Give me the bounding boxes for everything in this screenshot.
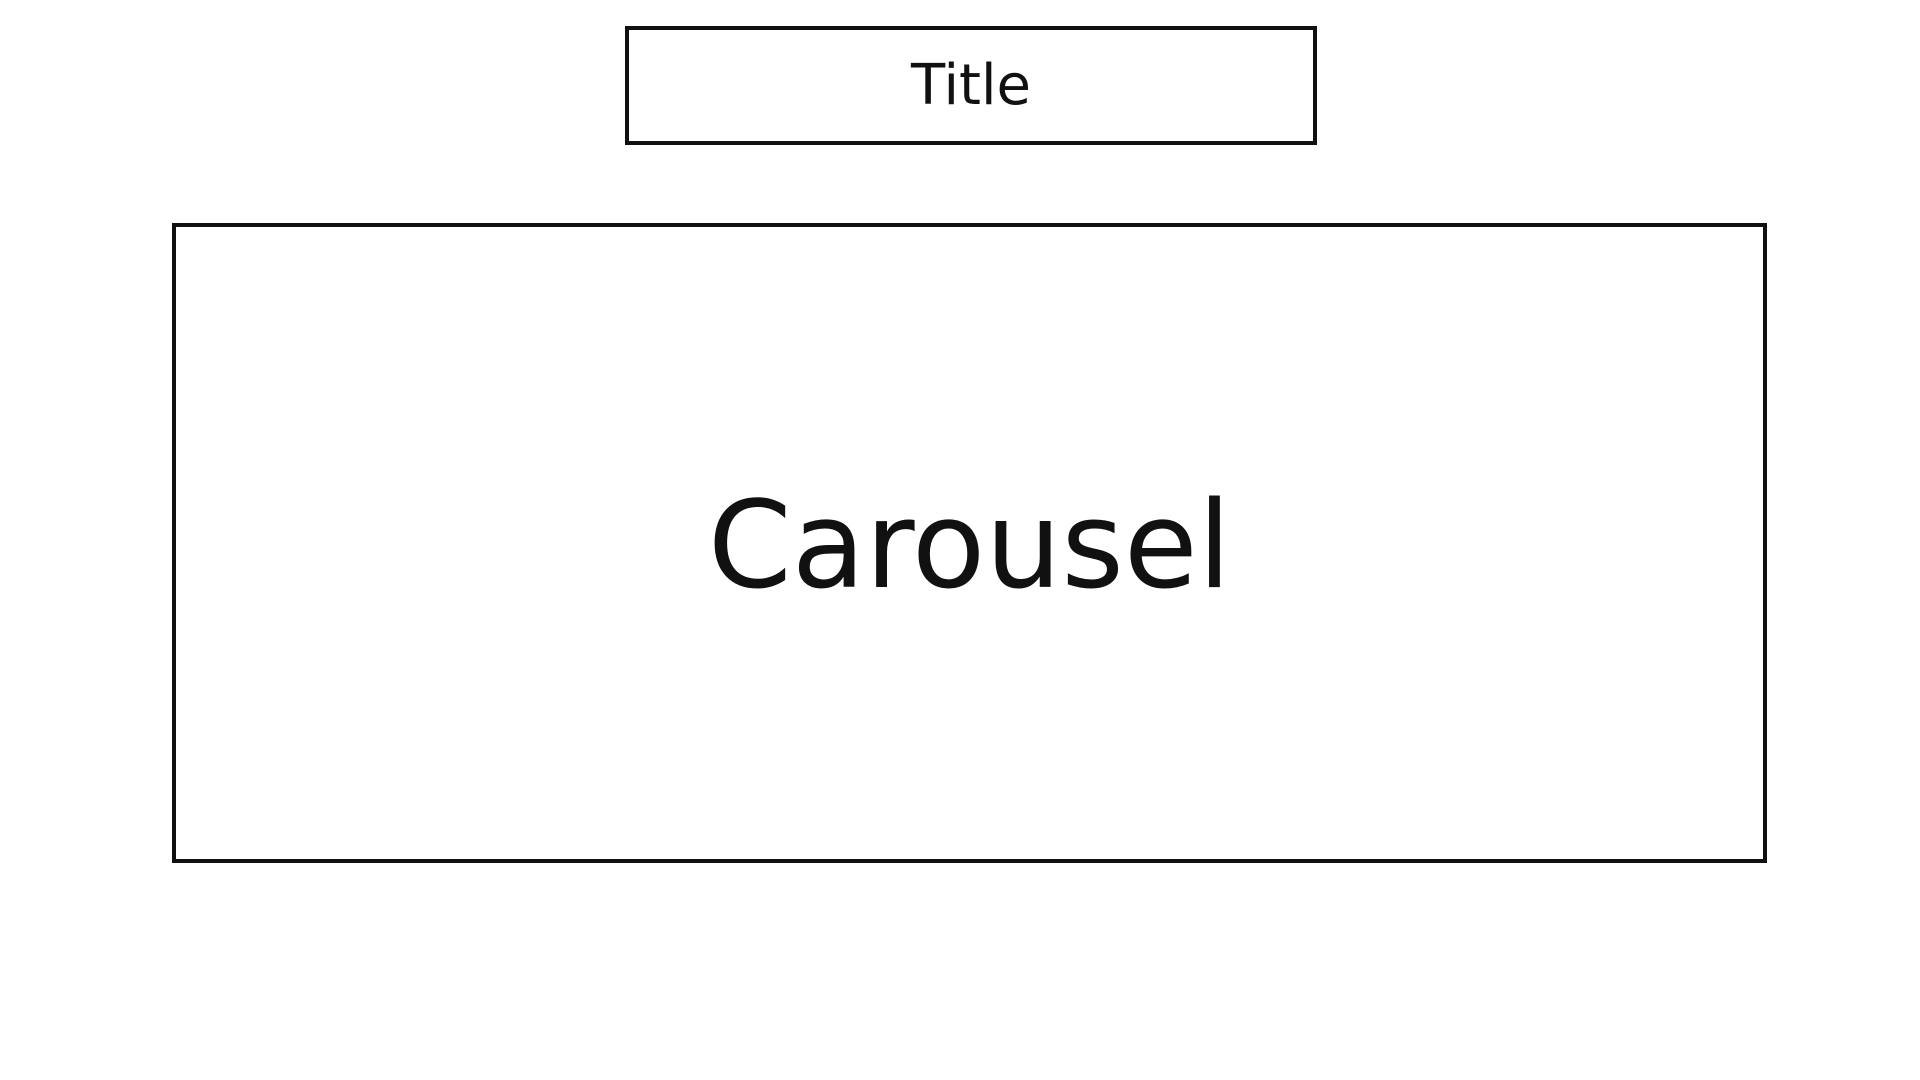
title-placeholder: Title (625, 26, 1317, 145)
carousel-label: Carousel (707, 477, 1232, 616)
carousel-placeholder[interactable]: Carousel (172, 223, 1767, 863)
title-label: Title (910, 52, 1031, 118)
